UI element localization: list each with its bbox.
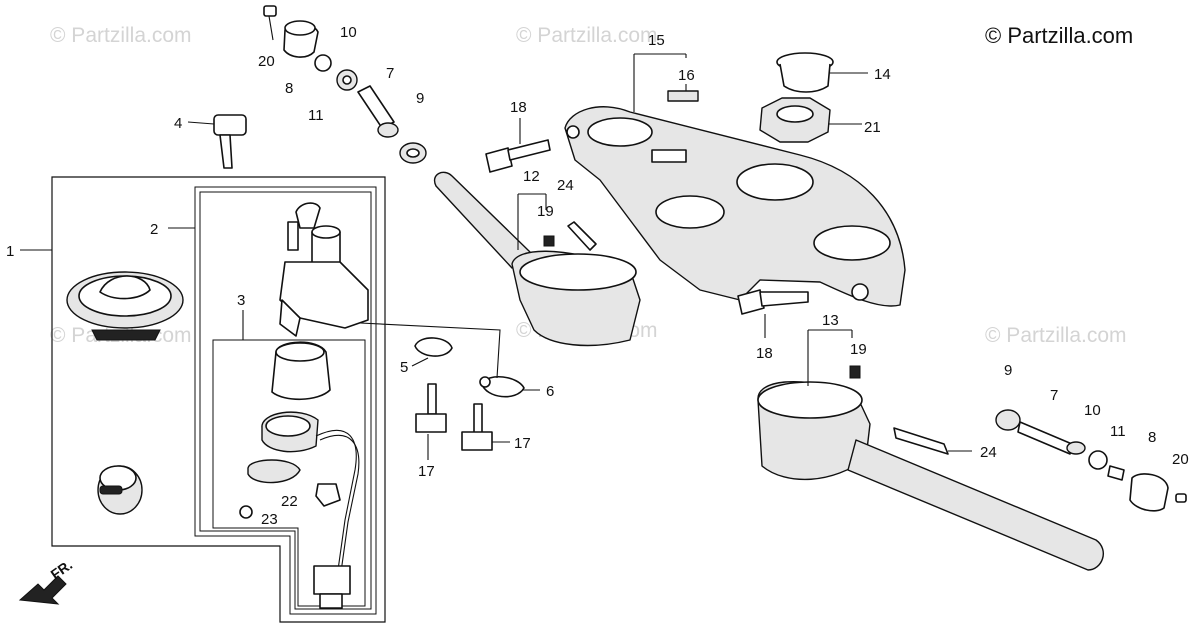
watermark-faint: © Partzilla.com [50,24,192,47]
watermark-faint: © Partzilla.com [985,324,1127,347]
bolt-part [415,383,493,451]
nut-part [759,97,831,143]
watermark-faint: © Partzilla.com [516,24,658,47]
callout-label: 21 [864,119,881,136]
front-arrow-icon [18,575,67,605]
callout-label: 16 [678,67,695,84]
callout-label: 24 [557,177,574,194]
callout-label: 15 [648,32,665,49]
callout-label: 5 [400,359,408,376]
switch-knob-part [263,5,427,164]
callout-label: 10 [1084,402,1101,419]
callout-label: 8 [285,80,293,97]
washer-part [414,337,525,398]
top-bridge-icon [564,106,906,307]
front-label: FR. [48,556,76,582]
key-cylinder-part [97,465,143,515]
switch-knob-part [995,409,1187,512]
callout-label: 3 [237,292,245,309]
callout-label: 1 [6,243,14,260]
callout-label: 11 [308,107,324,124]
callout-label: 19 [537,203,554,220]
callout-label: 10 [340,24,357,41]
ignition-switch-icon [239,202,369,609]
callout-label: 20 [1172,451,1189,468]
callout-label: 7 [386,65,394,82]
callout-label: 11 [1110,423,1126,440]
callout-label: 2 [150,221,158,238]
watermark-main: © Partzilla.com [985,23,1133,48]
assembly-box-2 [194,186,377,615]
key-icon [213,114,247,169]
assembly-box-3 [212,339,366,607]
callout-label: 19 [850,341,867,358]
callout-label: 23 [261,511,278,528]
callout-label: 8 [1148,429,1156,446]
callout-label: 18 [756,345,773,362]
callout-label: 24 [980,444,997,461]
callout-label: 4 [174,115,182,132]
callout-label: 13 [822,312,839,329]
callout-label: 6 [546,383,554,400]
callout-label: 9 [416,90,424,107]
bolt-part [485,139,551,173]
plate-part [667,90,699,102]
assembly-box-1 [51,176,386,623]
callout-label: 7 [1050,387,1058,404]
callout-label: 12 [523,168,540,185]
callout-label: 14 [874,66,891,83]
bolt-part [737,289,809,315]
callout-label: 20 [258,53,275,70]
callout-label: 17 [514,435,531,452]
lock-cap-part [66,271,184,341]
callout-label: 9 [1004,362,1012,379]
callout-label: 22 [281,493,298,510]
callout-label: 18 [510,99,527,116]
callout-labels: 1 2 3 4 5 6 7 7 8 8 9 9 10 10 11 11 12 1… [6,24,1189,528]
callout-label: 17 [418,463,435,480]
handlebar-icon [757,380,1105,571]
cap-part [776,52,834,93]
handlebar-icon [433,171,641,347]
